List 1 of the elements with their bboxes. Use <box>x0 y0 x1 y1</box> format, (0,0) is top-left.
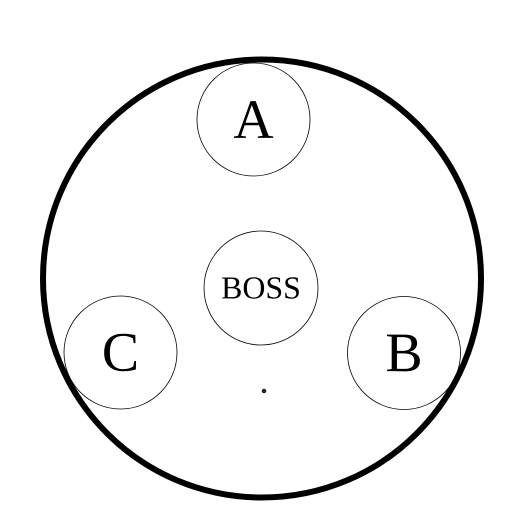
outer-circle <box>40 56 484 500</box>
